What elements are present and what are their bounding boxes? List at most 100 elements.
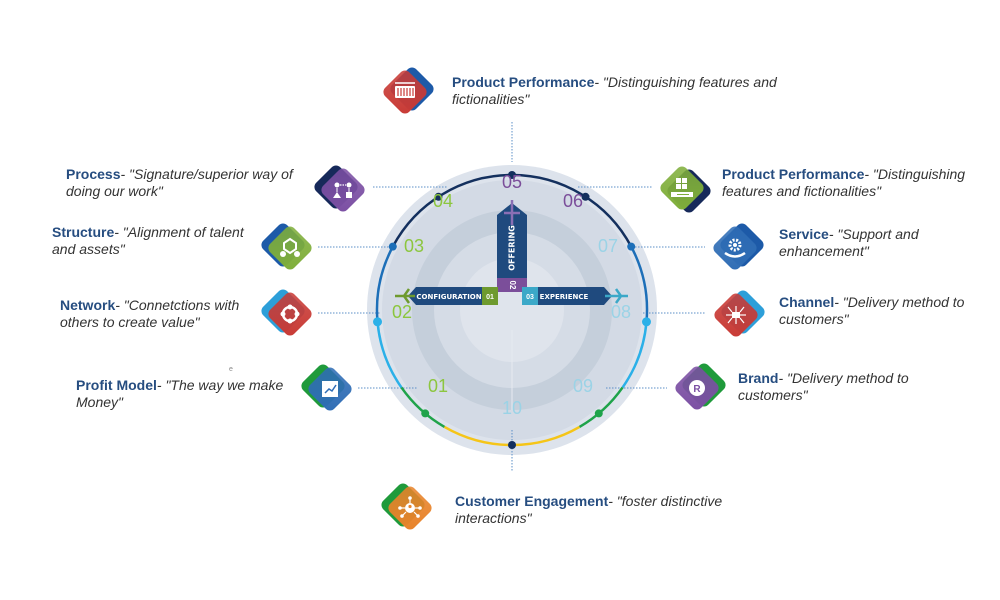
dial-arc-segment — [375, 246, 394, 322]
product-performance-right-title: Product Performance — [722, 166, 865, 182]
plane-icon — [605, 288, 628, 304]
svg-text:R: R — [693, 384, 701, 395]
arm-offering-number: 02 — [508, 281, 517, 290]
connector-lines — [318, 122, 706, 472]
arm-configuration-number-box — [482, 287, 498, 305]
dial-number-04: 04 — [433, 191, 453, 211]
arm-experience-body — [538, 287, 612, 305]
product-performance-top-icon-tile — [375, 62, 435, 122]
network-icon-tile — [260, 284, 320, 344]
dial-dot — [508, 441, 516, 449]
process-description: - "Signature/superior way of doing our w… — [66, 166, 293, 199]
dial-dot — [373, 317, 383, 327]
dial-dot — [508, 171, 516, 179]
chart-trend-icon — [322, 381, 338, 397]
network-description: - "Connetctions with others to create va… — [60, 297, 240, 330]
distribution-icon — [726, 306, 746, 324]
dial-arc-segment — [578, 386, 624, 428]
dial-arc-segment — [376, 321, 403, 389]
arm-offering-label: OFFERING — [508, 225, 517, 271]
customer-engagement-label: Customer Engagement- "foster distinctive… — [455, 493, 755, 527]
dial-arc-segment — [400, 386, 446, 428]
dial-dot — [627, 242, 636, 251]
brand-icon-tile: R — [667, 358, 727, 418]
channel-description: - "Delivery method to customers" — [779, 294, 965, 327]
dial-dot — [434, 192, 443, 201]
structure-icon-tile — [260, 218, 320, 278]
brand-title: Brand — [738, 370, 779, 386]
process-icon-tile — [313, 160, 373, 220]
dial-dot — [388, 242, 397, 251]
dial-dot — [641, 317, 651, 327]
product-performance-top-description: - "Distinguishing features and fictional… — [452, 74, 777, 107]
customer-engagement-description: - "foster distinctive interactions" — [455, 493, 723, 526]
plane-icon — [504, 200, 520, 225]
network-label: Network- "Connetctions with others to cr… — [60, 297, 250, 331]
dial-number-01: 01 — [428, 376, 448, 396]
arm-experience-number: 03 — [526, 294, 534, 301]
dial-number-10: 10 — [502, 398, 522, 418]
dial-number-05: 05 — [502, 172, 522, 192]
channel-title: Channel — [779, 294, 835, 310]
product-performance-top-label: Product Performance- "Distinguishing fea… — [452, 74, 802, 108]
dial-dot — [421, 409, 430, 418]
profit-model-label: Profit Model- "The way we make Money" — [76, 377, 296, 411]
channel-icon-tile — [706, 285, 766, 345]
stray-mark: e — [229, 366, 233, 373]
arm-experience: 03 EXPERIENCE — [522, 287, 628, 305]
dial-number-08: 08 — [611, 302, 631, 322]
dial-dots — [373, 171, 651, 449]
arm-offering-body — [497, 203, 527, 278]
structure-title: Structure — [52, 224, 115, 240]
arm-configuration-body — [408, 287, 482, 305]
service-description: - "Support and enhancement" — [779, 226, 919, 259]
customer-engagement-title: Customer Engagement — [455, 493, 609, 509]
process-label: Process- "Signature/superior way of doin… — [66, 166, 306, 200]
dial-number-03: 03 — [404, 236, 424, 256]
process-title: Process — [66, 166, 121, 182]
brand-description: - "Delivery method to customers" — [738, 370, 909, 403]
dial-arc-segment — [630, 246, 649, 322]
dial-arc-segment — [621, 321, 648, 389]
arm-offering-number-box — [497, 278, 527, 292]
network-title: Network — [60, 297, 116, 313]
service-label: Service- "Support and enhancement" — [779, 226, 959, 260]
dial-numbers: 01 02 03 04 05 06 07 08 09 10 — [392, 172, 631, 418]
dial-number-06: 06 — [563, 191, 583, 211]
registered-icon: R — [689, 380, 705, 396]
profit-model-description: - "The way we make Money" — [76, 377, 284, 410]
dial-number-02: 02 — [392, 302, 412, 322]
structure-description: - "Alignment of talent and assets" — [52, 224, 244, 257]
barcode-icon — [395, 82, 415, 98]
user-network-icon — [398, 496, 422, 518]
structure-label: Structure- "Alignment of talent and asse… — [52, 224, 262, 258]
network-loop-icon — [280, 304, 300, 324]
gear-hand-icon — [724, 238, 746, 258]
brand-label: Brand- "Delivery method to customers" — [738, 370, 938, 404]
plane-icon — [395, 288, 415, 304]
core-disc — [460, 258, 564, 362]
dial-number-09: 09 — [573, 376, 593, 396]
profit-model-title: Profit Model — [76, 377, 157, 393]
arm-configuration: CONFIGURATION 01 — [395, 287, 498, 305]
channel-label: Channel- "Delivery method to customers" — [779, 294, 979, 328]
dial-dot — [594, 409, 603, 418]
product-performance-top-title: Product Performance — [452, 74, 595, 90]
dial-dot — [581, 192, 590, 201]
recycle-cubes-icon — [280, 237, 300, 257]
service-icon-tile — [705, 218, 765, 278]
product-performance-right-label: Product Performance- "Distinguishing fea… — [722, 166, 982, 200]
server-windows-icon — [671, 178, 693, 197]
arm-configuration-number: 01 — [486, 294, 494, 301]
product-performance-right-description: - "Distinguishing features and fictional… — [722, 166, 966, 199]
service-title: Service — [779, 226, 829, 242]
customer-engagement-icon-tile — [380, 478, 440, 538]
flowchart-icon — [333, 182, 352, 198]
product-performance-right-icon-tile — [652, 158, 712, 218]
arm-experience-label: EXPERIENCE — [540, 293, 589, 301]
profit-model-icon-tile — [300, 359, 360, 419]
arm-experience-number-box — [522, 287, 538, 305]
dial-number-07: 07 — [598, 236, 618, 256]
